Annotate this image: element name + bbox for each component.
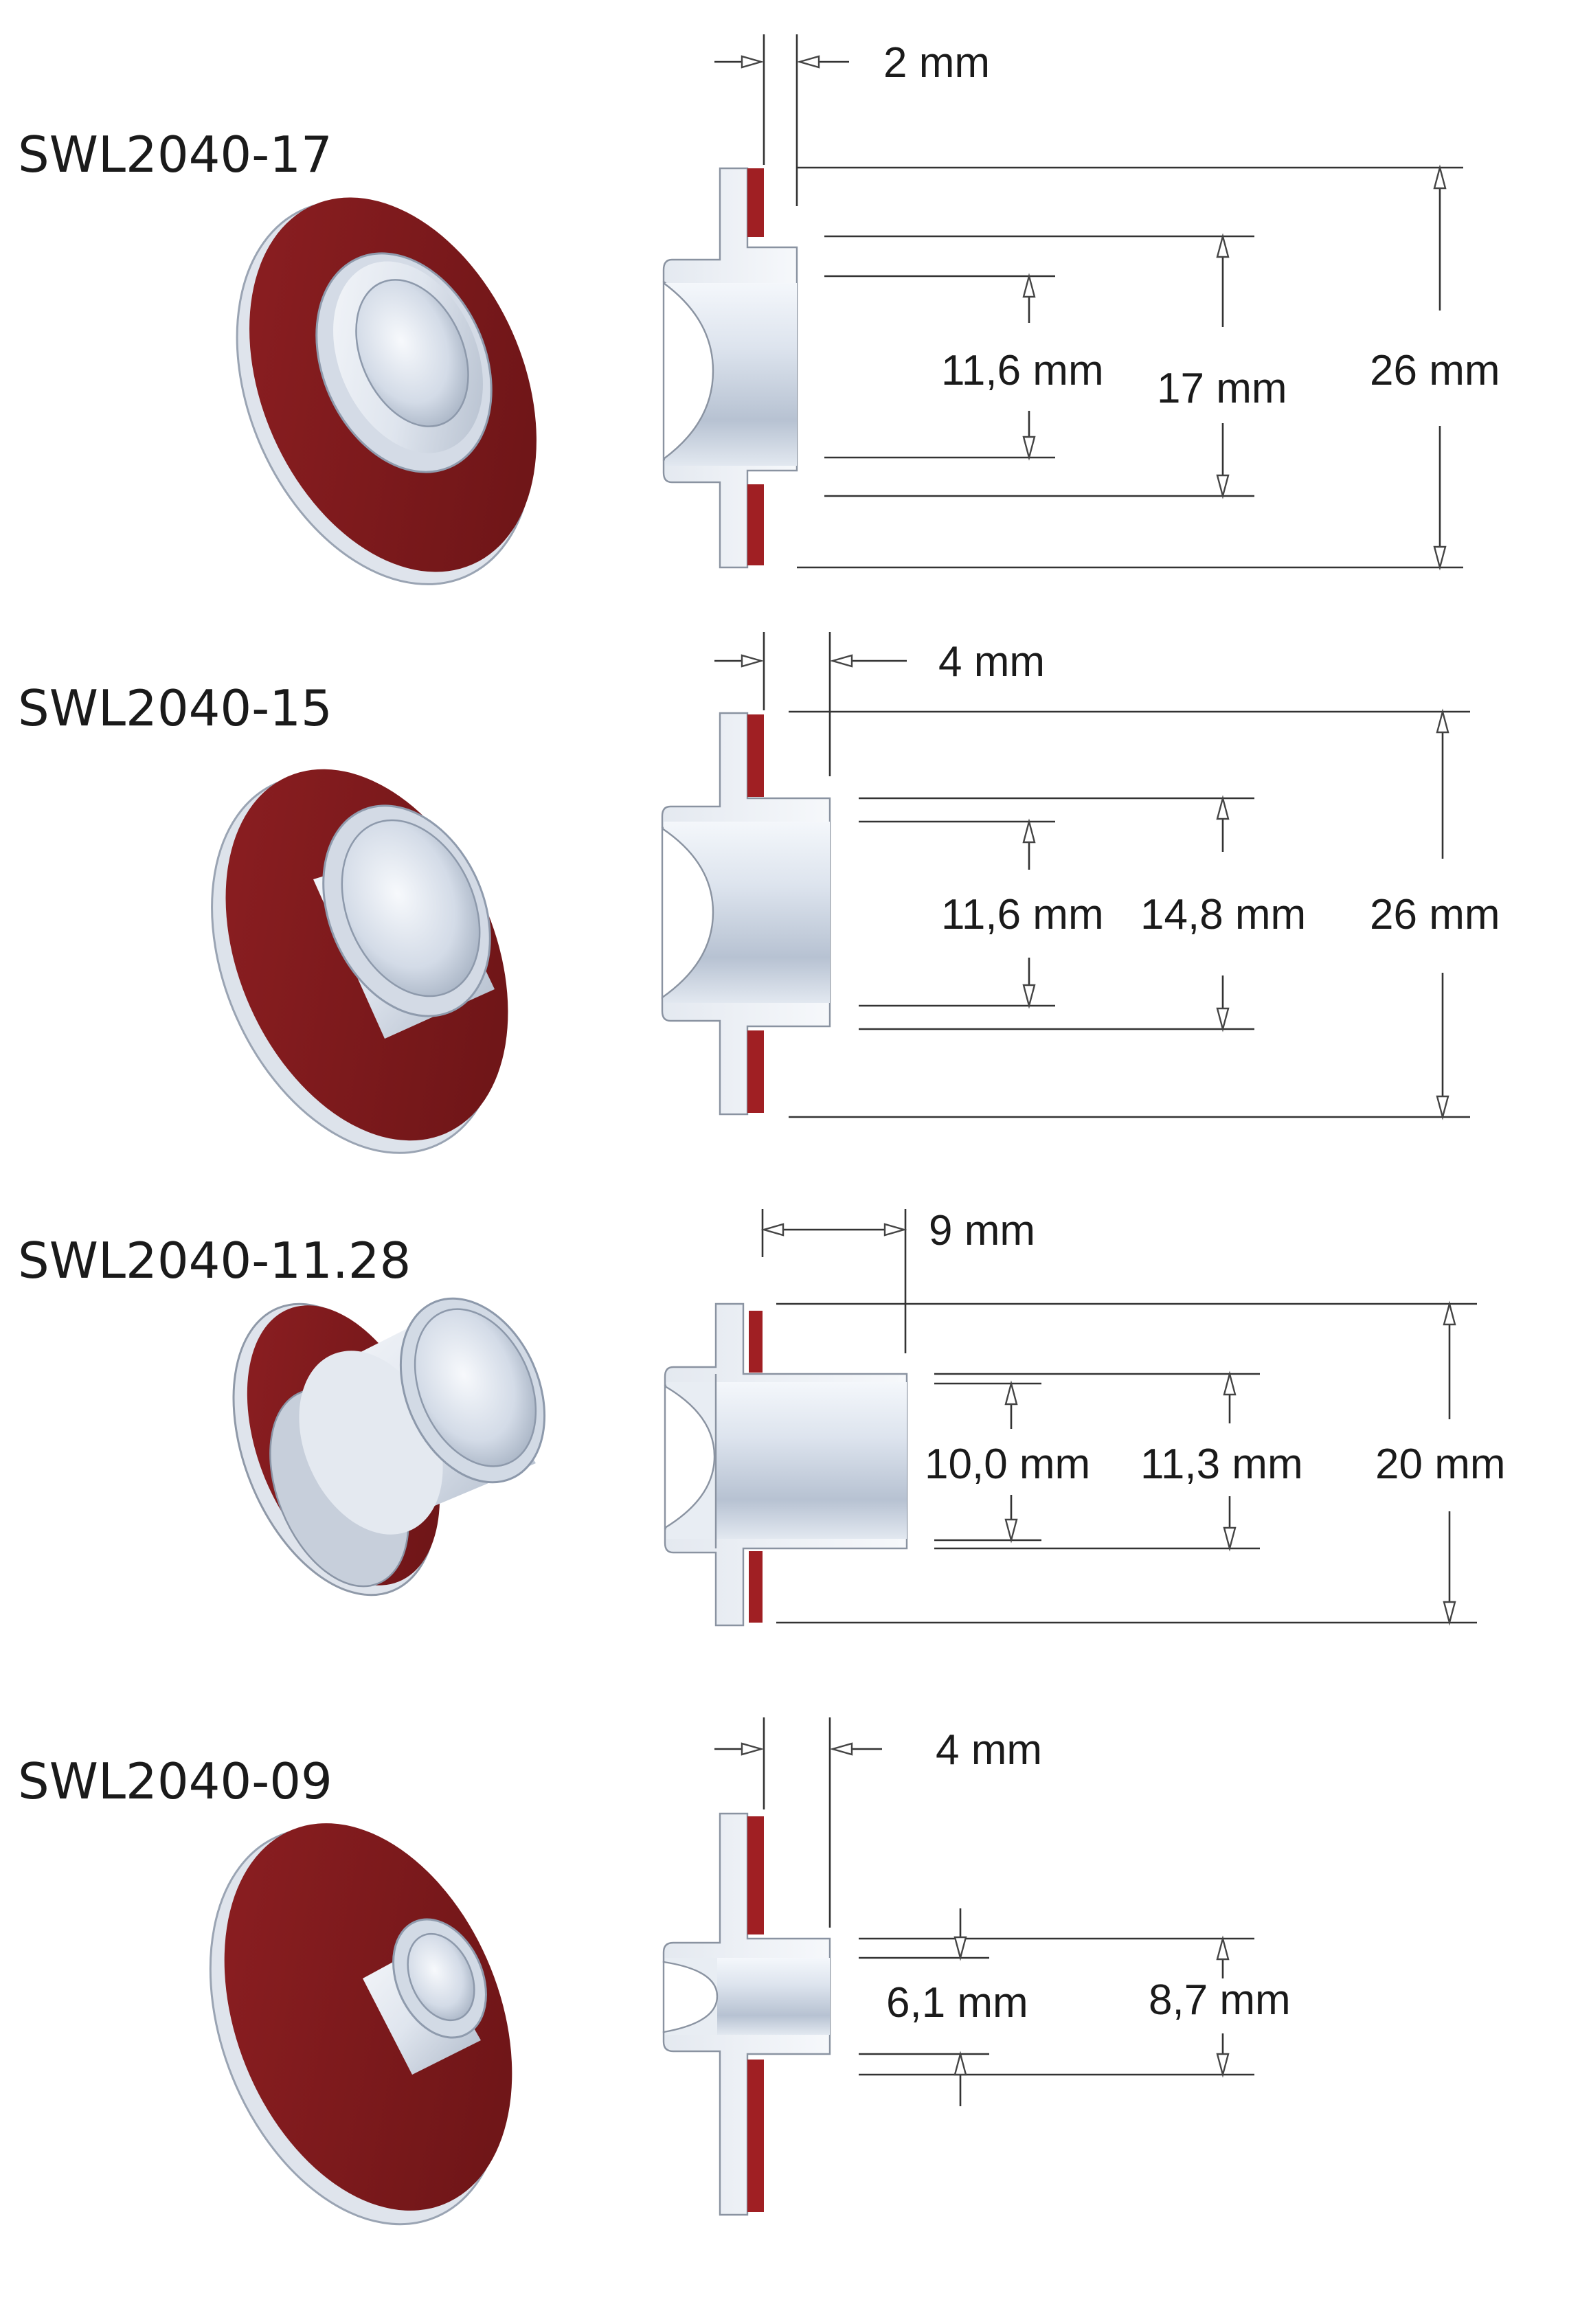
part-swl2040-17: SWL2040-17	[18, 34, 1500, 585]
part-label: SWL2040-09	[18, 1752, 332, 1810]
dimension-lines	[760, 1209, 1477, 1626]
part-label: SWL2040-15	[18, 679, 332, 737]
cross-section	[662, 167, 798, 569]
part-swl2040-11.28: SWL2040-11.28	[18, 1207, 1505, 1627]
dim-outer: 26 mm	[1370, 347, 1500, 394]
cross-section	[662, 1812, 831, 2216]
dim-middle: 11,3 mm	[1140, 1441, 1303, 1488]
dim-middle: 14,8 mm	[1140, 891, 1306, 938]
dim-thickness: 4 mm	[936, 1726, 1042, 1774]
dim-outer: 26 mm	[1370, 891, 1500, 938]
part-render	[236, 197, 537, 585]
part-render	[232, 1297, 546, 1597]
part-render	[209, 1823, 512, 2226]
dim-thickness: 4 mm	[938, 638, 1045, 686]
part-label: SWL2040-11.28	[18, 1232, 411, 1289]
part-label: SWL2040-17	[18, 126, 332, 183]
dim-outer: 20 mm	[1375, 1441, 1505, 1488]
dimension-lines	[714, 1717, 1254, 2106]
dimension-lines	[714, 34, 1463, 571]
dim-thickness: 9 mm	[929, 1207, 1035, 1254]
cross-section	[661, 712, 831, 1116]
dim-thickness: 2 mm	[883, 39, 990, 87]
cross-section	[664, 1302, 908, 1627]
part-render	[211, 769, 508, 1154]
dim-inner: 6,1 mm	[886, 1979, 1028, 2027]
part-swl2040-15: SWL2040-15	[18, 632, 1500, 1154]
dim-inner: 11,6 mm	[941, 347, 1104, 394]
dim-middle: 17 mm	[1157, 365, 1287, 412]
dim-middle: 8,7 mm	[1149, 1976, 1291, 2024]
part-swl2040-09: SWL2040-09	[18, 1717, 1291, 2226]
dimension-lines	[714, 632, 1470, 1120]
dim-inner: 10,0 mm	[925, 1441, 1090, 1488]
dim-inner: 11,6 mm	[941, 891, 1104, 938]
